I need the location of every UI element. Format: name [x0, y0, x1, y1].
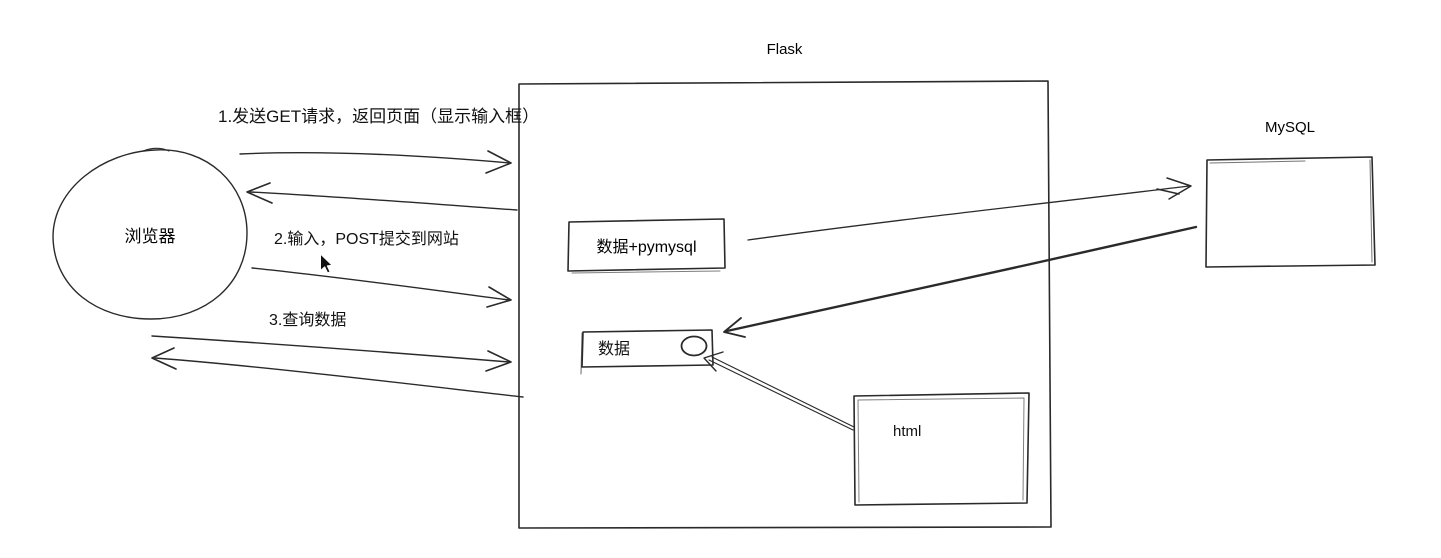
- browser-label: 浏览器: [53, 222, 247, 247]
- arrow-flask-to-mysql-shaft: [747, 185, 1190, 241]
- browser-circle-overlap-stroke: [142, 147, 170, 152]
- arrow-mysql-to-data-shaft: [725, 225, 1198, 333]
- arrow-get-request-head: [485, 150, 512, 174]
- mouse-cursor-icon: [320, 253, 333, 274]
- flask-label-text: Flask: [766, 41, 803, 58]
- data-pymysql-label: 数据+pymysql: [568, 220, 725, 270]
- arrow-mysql-to-data-head: [723, 317, 746, 338]
- mysql-label: MySQL: [1205, 119, 1375, 136]
- arrow-query-request-head: [485, 350, 512, 372]
- oval-marker: [680, 335, 708, 357]
- arrow-get-response-head: [246, 182, 273, 204]
- flask-box: [518, 80, 1052, 529]
- data-pymysql-box-inner-stroke: [571, 270, 721, 274]
- arrow-query-request-shaft: [151, 335, 510, 363]
- data-pymysql-box: [567, 218, 726, 272]
- flask-label: Flask: [518, 41, 1051, 58]
- browser-label-text: 浏览器: [124, 227, 176, 246]
- arrow-query-response-head: [151, 347, 177, 370]
- data-label: 数据: [598, 341, 631, 358]
- arrow-html-to-data-head: [703, 351, 724, 372]
- browser-circle: [52, 149, 248, 320]
- step1-label: 1.发送GET请求，返回页面（显示输入框）: [218, 107, 540, 126]
- mysql-box-inner-stroke: [1209, 159, 1373, 263]
- arrow-html-to-data-shaft: [708, 356, 855, 431]
- mysql-box: [1205, 156, 1376, 268]
- arrow-post-submit-head: [486, 286, 512, 308]
- data-box: [581, 329, 714, 368]
- arrow-get-response-shaft: [249, 191, 518, 211]
- arrow-flask-to-mysql-head: [1156, 177, 1192, 200]
- mysql-label-text: MySQL: [1264, 119, 1315, 136]
- step3-label: 3.查询数据: [269, 312, 347, 329]
- step2-label: 2.输入，POST提交到网站: [274, 231, 459, 248]
- data-pymysql-label-text: 数据+pymysql: [596, 239, 697, 256]
- arrow-query-response-shaft: [154, 357, 524, 398]
- arrow-post-submit-shaft: [251, 267, 510, 301]
- html-label: html: [893, 423, 922, 440]
- arrow-get-request-shaft: [239, 152, 511, 164]
- html-box: [853, 392, 1030, 506]
- html-box-inner-stroke: [857, 397, 1025, 503]
- data-box-left-overshoot: [580, 332, 583, 375]
